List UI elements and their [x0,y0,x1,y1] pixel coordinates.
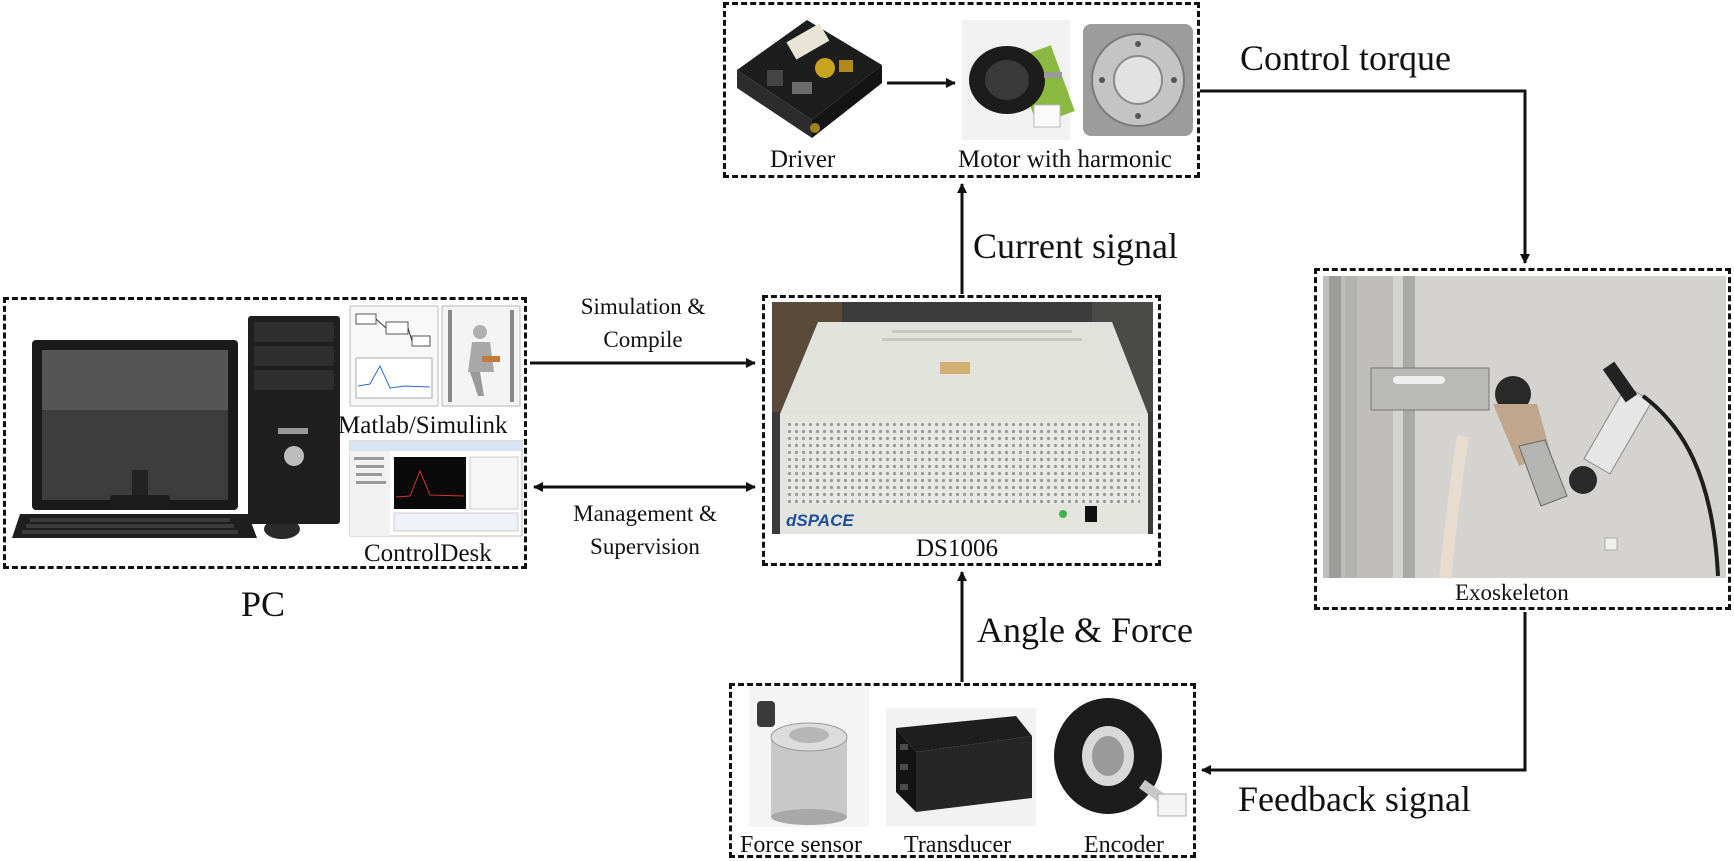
control-torque-arrow [1200,89,1530,264]
motor-label: Motor with harmonic [958,146,1172,173]
ds1006-chassis-image [772,302,1153,534]
driver-board-image [737,20,882,138]
transducer-image [886,708,1036,826]
encoder-label: Encoder [1084,832,1164,858]
management-supervision-label: Management & Supervision [545,497,745,563]
angle-force-label: Angle & Force [977,610,1193,650]
current-signal-label: Current signal [973,226,1178,266]
exoskeleton-box [1314,268,1731,610]
power-led [1059,510,1067,518]
pc-box [3,297,527,569]
management-supervision-line2: Supervision [590,534,700,559]
control-torque-label: Control torque [1240,38,1451,78]
transducer-label: Transducer [904,832,1012,858]
mouse-image [264,519,300,539]
power-switch [1085,506,1097,522]
ds1006-label: DS1006 [916,535,998,562]
monitor-stand [110,470,170,507]
sensors-box [729,683,1196,858]
pc-tower-image [248,316,340,524]
simulation-compile-line1: Simulation & [580,294,706,319]
controldesk-label: ControlDesk [364,540,492,567]
ds1006-box [762,295,1161,566]
pc-title: PC [241,584,286,624]
motor-image [962,20,1075,140]
force-sensor-image [749,687,869,827]
feedback-signal-arrow [1201,612,1527,775]
simulink-screenshot [349,305,521,407]
dspace-logo: dSPACE [786,511,854,530]
simulation-compile-line2: Compile [603,327,683,352]
force-sensor-label: Force sensor [740,832,862,858]
exoskeleton-photo [1323,276,1726,579]
controldesk-screenshot [349,440,523,537]
management-supervision-line1: Management & [573,501,717,526]
simulation-compile-label: Simulation & Compile [548,290,738,356]
driver-label: Driver [770,146,836,173]
encoder-image [1054,698,1187,817]
computer-monitor-image [32,340,238,510]
exoskeleton-label: Exoskeleton [1455,580,1569,605]
actuator-box [723,2,1200,178]
matlab-simulink-label: Matlab/Simulink [338,412,508,439]
harmonic-drive-image [1083,24,1193,136]
feedback-signal-label: Feedback signal [1238,779,1471,819]
keyboard-image [12,514,257,538]
